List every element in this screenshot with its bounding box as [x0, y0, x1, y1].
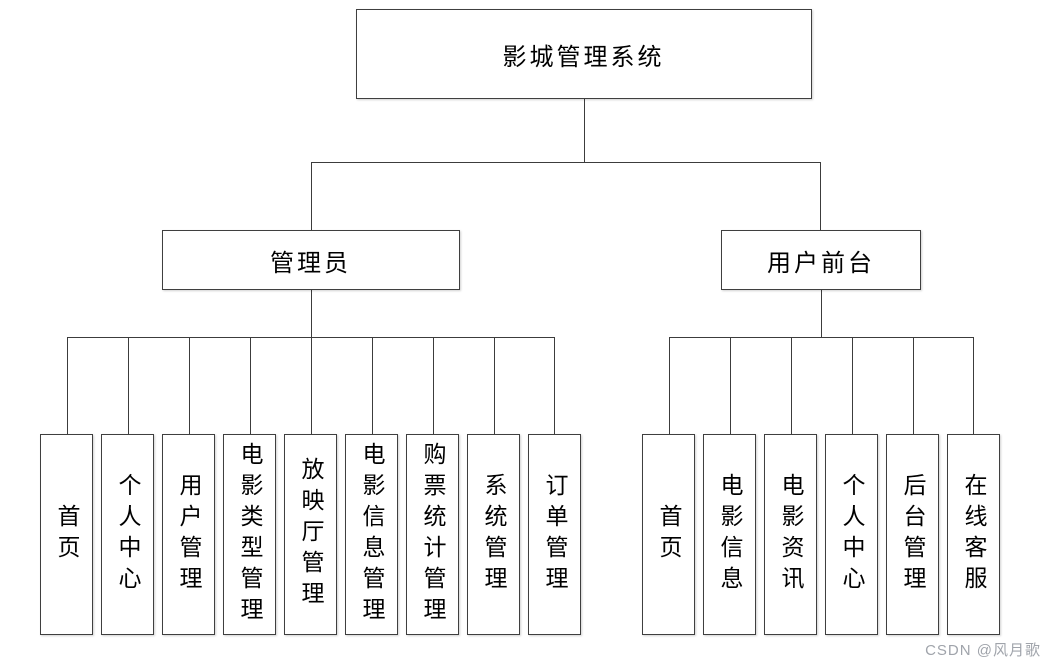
leaf-label: 系统管理 [481, 472, 507, 597]
leaf-label: 电影信息 [717, 472, 743, 597]
node-movie-type-management: 电影类型管理 [223, 434, 276, 635]
branch-user-front: 用户前台 首页 电影信息 [602, 162, 1039, 635]
tree-leaf: 订单管理 [523, 337, 585, 635]
node-admin-home: 首页 [40, 434, 93, 635]
leaf-label: 后台管理 [900, 472, 926, 597]
leaf-label: 个人中心 [839, 472, 865, 597]
node-movie-info-management: 电影信息管理 [345, 434, 398, 635]
csdn-watermark: CSDN @风月歌 [925, 642, 1041, 659]
tree-leaf: 个人中心 [97, 337, 159, 635]
tree-leaf: 个人中心 [821, 337, 883, 635]
node-front-movie-info: 电影信息 [703, 434, 756, 635]
node-screening-hall-management: 放映厅管理 [284, 434, 337, 635]
node-front-home: 首页 [642, 434, 695, 635]
node-user-front: 用户前台 [721, 230, 921, 290]
tree-level-1: 影城管理系统 管理员 首页 [18, 9, 1039, 635]
root-label: 影城管理系统 [502, 43, 665, 71]
node-admin: 管理员 [161, 230, 460, 290]
tree-leaf: 用户管理 [158, 337, 220, 635]
leaf-label: 用户管理 [176, 472, 202, 597]
node-ticket-stats-management: 购票统计管理 [406, 434, 459, 635]
user-front-children: 首页 电影信息 电影资讯 [638, 290, 1004, 635]
tree-level-2: 管理员 首页 个人中心 [18, 99, 1039, 635]
tree-root: 影城管理系统 管理员 首页 [18, 9, 1039, 635]
tree-leaf: 首页 [36, 337, 98, 635]
leaf-label: 电影信息管理 [359, 441, 385, 628]
tree-leaf: 购票统计管理 [402, 337, 464, 635]
node-cinema-management-system: 影城管理系统 [355, 9, 812, 99]
tree-leaf: 后台管理 [882, 337, 944, 635]
tree-leaf: 放映厅管理 [280, 337, 342, 635]
node-front-online-service: 在线客服 [947, 434, 1000, 635]
admin-label: 管理员 [270, 249, 351, 277]
tree-leaf: 系统管理 [463, 337, 525, 635]
node-user-management: 用户管理 [162, 434, 215, 635]
tree-leaf: 电影类型管理 [219, 337, 281, 635]
tree-leaf: 在线客服 [942, 337, 1004, 635]
node-order-management: 订单管理 [528, 434, 581, 635]
leaf-label: 首页 [54, 503, 80, 566]
node-personal-center: 个人中心 [101, 434, 154, 635]
tree-leaf: 电影信息 [699, 337, 761, 635]
org-chart: 影城管理系统 管理员 首页 [18, 9, 1039, 635]
leaf-label: 电影资讯 [778, 472, 804, 597]
node-front-movie-news: 电影资讯 [764, 434, 817, 635]
node-system-management: 系统管理 [467, 434, 520, 635]
leaf-label: 个人中心 [115, 472, 141, 597]
tree-leaf: 首页 [638, 337, 700, 635]
branch-admin: 管理员 首页 个人中心 [18, 162, 604, 635]
leaf-label: 在线客服 [961, 472, 987, 597]
leaf-label: 首页 [656, 503, 682, 566]
leaf-label: 电影类型管理 [237, 441, 263, 628]
node-front-backend-management: 后台管理 [886, 434, 939, 635]
node-front-personal-center: 个人中心 [825, 434, 878, 635]
leaf-label: 订单管理 [542, 472, 568, 597]
leaf-label: 购票统计管理 [420, 441, 446, 628]
tree-leaf: 电影信息管理 [341, 337, 403, 635]
tree-leaf: 电影资讯 [760, 337, 822, 635]
admin-children: 首页 个人中心 用户管理 [36, 290, 585, 635]
leaf-label: 放映厅管理 [298, 457, 324, 612]
user-front-label: 用户前台 [767, 249, 875, 277]
